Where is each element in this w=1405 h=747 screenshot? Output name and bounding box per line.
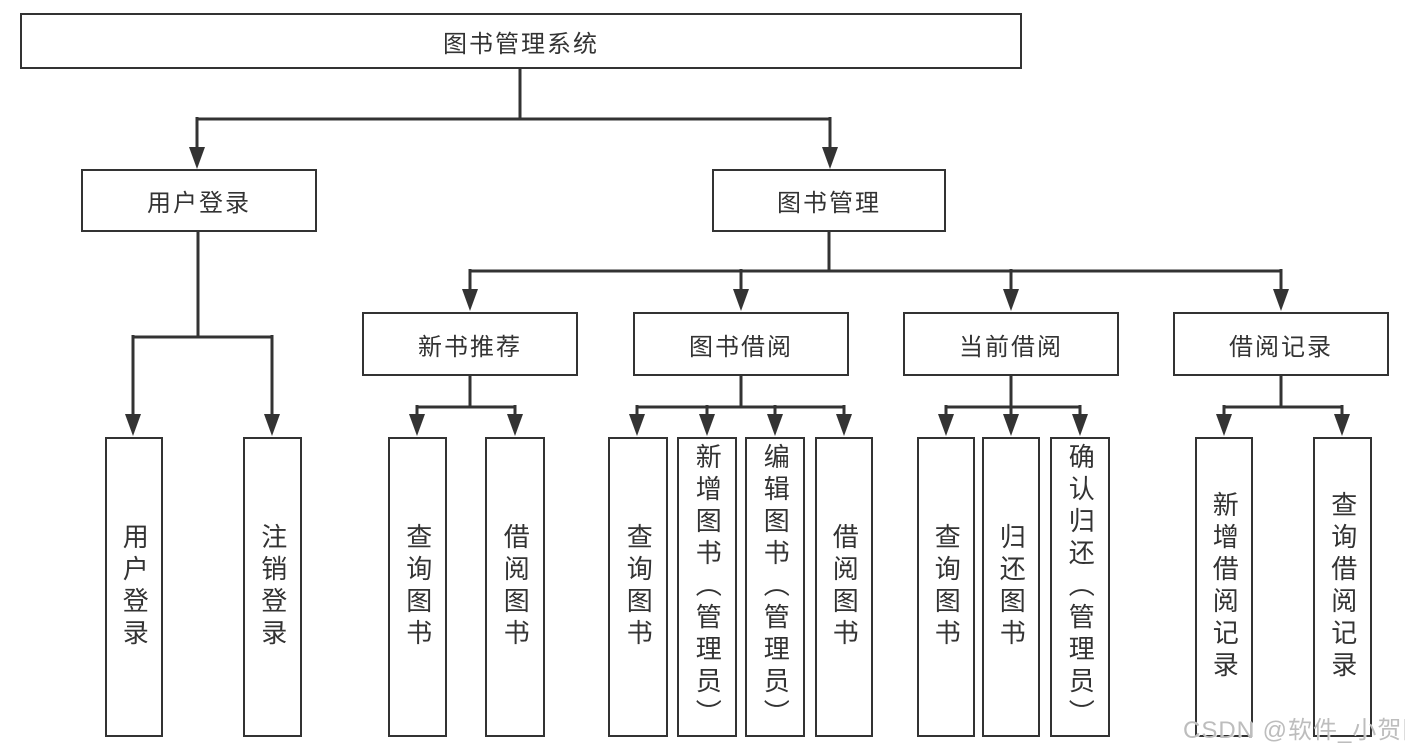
node-root-library-system: 图书管理系统 <box>20 13 1022 69</box>
leaf-borrowing-add-book-admin: 新增图书（管理员） <box>677 437 737 737</box>
leaf-user-login: 用户登录 <box>105 437 163 737</box>
leaf-current-confirm-return-admin: 确认归还（管理员） <box>1050 437 1110 737</box>
node-user-login: 用户登录 <box>81 169 317 232</box>
arrowheads <box>125 147 1350 436</box>
leaf-records-query-record: 查询借阅记录 <box>1313 437 1372 737</box>
node-new-book-recommend: 新书推荐 <box>362 312 578 376</box>
leaf-recommend-query-book: 查询图书 <box>388 437 447 737</box>
leaf-logout: 注销登录 <box>243 437 302 737</box>
node-current-borrowing: 当前借阅 <box>903 312 1119 376</box>
leaf-records-add-record: 新增借阅记录 <box>1195 437 1253 737</box>
node-borrowing-records: 借阅记录 <box>1173 312 1389 376</box>
leaf-borrowing-query-book: 查询图书 <box>608 437 668 737</box>
node-book-management: 图书管理 <box>712 169 946 232</box>
leaf-borrowing-edit-book-admin: 编辑图书（管理员） <box>745 437 805 737</box>
leaf-current-query-book: 查询图书 <box>917 437 975 737</box>
csdn-watermark: CSDN @软件_小贺同学 <box>1183 717 1405 744</box>
node-book-borrowing: 图书借阅 <box>633 312 849 376</box>
leaf-recommend-borrow-book: 借阅图书 <box>485 437 545 737</box>
leaf-current-return-book: 归还图书 <box>982 437 1040 737</box>
leaf-borrowing-borrow-book: 借阅图书 <box>815 437 873 737</box>
